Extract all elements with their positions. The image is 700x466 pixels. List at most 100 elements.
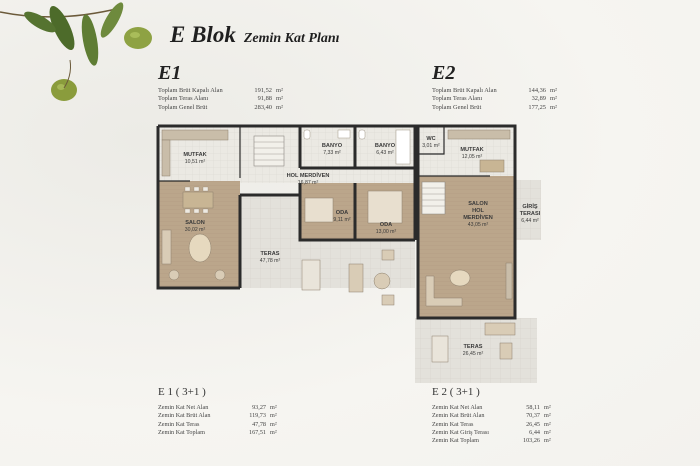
page-title: E Blok Zemin Kat Planı [170,22,340,48]
room-mutfak2-area: 12,05 m² [462,154,483,160]
stat-value: 58,11 [526,404,540,411]
e1-dining-table [182,186,214,214]
room-giris-name-1: GİRİŞ [522,203,537,210]
stat-unit: m² [270,412,277,420]
stat-label: Toplam Teras Alanı [432,95,483,103]
e2-terrace-furniture [431,322,516,363]
stat-value: 32,89 [531,95,546,103]
stat-label: Toplam Genel Brüt [158,103,208,111]
e1-sofa-set [161,229,226,281]
e2-inner-walls [418,126,490,177]
room-banyo1-name: BANYO [322,143,343,149]
stat-value: 26,45 [526,420,540,428]
room-wc-area: 3,01 m² [422,143,440,149]
room-hol-area: 16,87 m² [298,180,319,186]
e1-stat-row: Toplam Genel Brüt 283,40 m² [158,104,288,112]
room-mutfak1-area: 10,51 m² [185,159,206,165]
room-salon1-area: 30,02 m² [185,227,206,233]
stat-label: Toplam Brüt Kapalı Alan [432,87,497,94]
stat-value: 144,36 [528,87,546,94]
bottom-e2-row: Zemin Kat Net Alan 58,11 m² [432,404,551,412]
stat-unit: m² [276,95,283,103]
stat-value: 103,26 [522,437,540,445]
stat-label: Zemin Kat Giriş Terası [432,428,490,436]
title-sub: Zemin Kat Planı [243,31,340,46]
room-salon2-name-1: SALON [468,201,488,207]
stat-value: 47,78 [252,420,266,428]
room-mutfak1-name: MUTFAK [183,152,206,158]
e2-heading: E2 [432,62,456,84]
bottom-e1-stats: Zemin Kat Net Alan 93,27 m² Zemin Kat Brüt… [158,404,277,437]
stat-unit: m² [276,87,283,94]
stat-label: Zemin Kat Net Alan [158,404,209,411]
stat-label: Zemin Kat Teras [158,420,200,428]
stat-unit: m² [544,404,551,411]
stat-value: 6,44 [529,428,540,436]
room-teras1-name: TERAS [261,251,280,257]
e1-inner-walls [158,126,241,182]
stat-value: 191,52 [254,87,272,94]
e2-staircase [421,181,446,215]
title-main: E Blok [170,22,236,47]
room-salon2-name-3: MERDİVEN [463,214,493,221]
stat-value: 283,40 [254,103,272,111]
stat-label: Toplam Teras Alanı [158,95,209,103]
room-salon2-name-2: HOL [472,208,484,214]
room-giris-area: 6,44 m² [521,218,539,224]
stat-unit: m² [544,412,551,420]
e1-kitchen-counter [161,129,229,177]
stat-value: 93,27 [252,404,266,411]
stat-value: 91,88 [257,95,272,103]
stat-unit: m² [550,95,557,103]
stat-unit: m² [270,420,277,428]
stat-value: 177,25 [528,103,546,111]
stat-value: 167,51 [248,428,266,436]
e2-stat-row: Toplam Brüt Kapalı Alan 144,36 m² [432,87,562,95]
stat-label: Zemin Kat Net Alan [432,404,483,411]
e2-walls [416,124,517,320]
room-teras2-name: TERAS [464,344,483,350]
stat-unit: m² [550,103,557,111]
e2-wc-floor [418,126,444,154]
room-wc-name: WC [426,136,435,142]
room-oda2-name: ODA [380,222,392,228]
room-oda1-area: 9,11 m² [333,217,350,223]
room-mutfak2-name: MUTFAK [460,147,483,153]
stat-label: Toplam Genel Brüt [432,103,482,111]
bottom-e1-row: Zemin Kat Teras 47,78 m² [158,421,277,429]
bottom-e2-heading: E 2 ( 3+1 ) [432,386,480,398]
room-banyo1-area: 7,33 m² [323,150,341,156]
stat-unit: m² [270,428,277,436]
e2-entry-terrace-floor [515,180,541,240]
e2-stats: Toplam Brüt Kapalı Alan 144,36 m² Toplam T… [432,87,562,112]
stat-value: 70,37 [526,412,540,420]
e1-stats: Toplam Brüt Kapalı Alan 191,52 m² Toplam T… [158,87,288,112]
e1-bath-fixtures [303,129,411,165]
room-hol-name: HOL MERDİVEN [287,172,330,179]
stat-label: Zemin Kat Teras [432,420,474,428]
e1-beds [304,190,403,224]
room-banyo2-name: BANYO [375,143,396,149]
bottom-e2-row: Zemin Kat Giriş Terası 6,44 m² [432,429,551,437]
e1-heading: E1 [158,62,182,84]
e2-stat-row: Toplam Genel Brüt 177,25 m² [432,104,562,112]
stat-unit: m² [276,103,283,111]
e1-hall-floor [300,168,415,183]
e1-stat-row: Toplam Brüt Kapalı Alan 191,52 m² [158,87,288,95]
room-banyo2-area: 6,43 m² [376,150,394,156]
e1-walls [156,124,417,290]
bottom-e1-heading: E 1 ( 3+1 ) [158,386,206,398]
e1-staircase [253,135,285,167]
e2-stat-row: Toplam Teras Alanı 32,89 m² [432,95,562,103]
stat-unit: m² [544,428,551,436]
stat-label: Toplam Brüt Kapalı Alan [158,87,223,94]
stat-unit: m² [550,87,557,94]
floor-plan: MUTFAK 10,51 m² SALON 30,02 m² HOL MERDİ… [156,124,541,383]
